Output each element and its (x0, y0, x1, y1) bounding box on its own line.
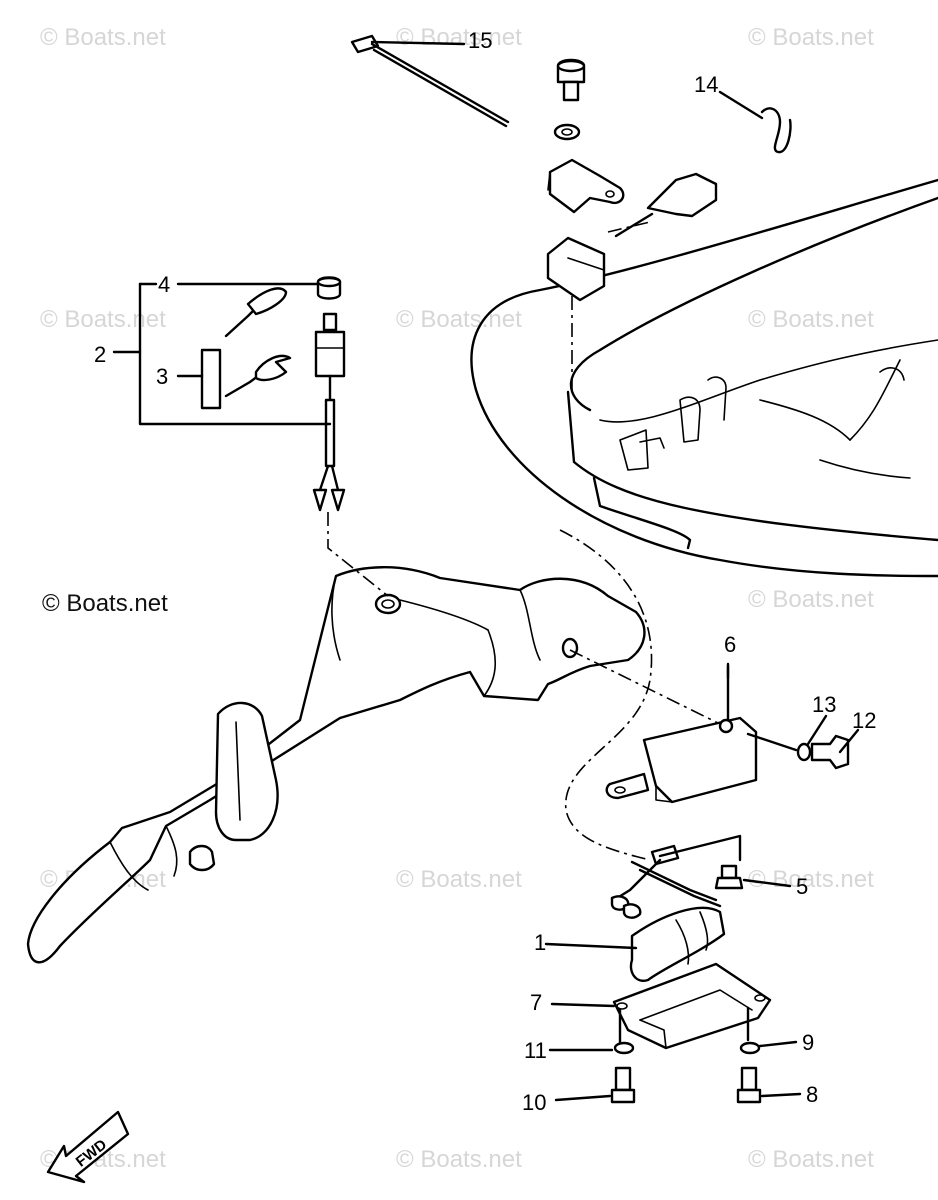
connector (546, 172, 718, 302)
callout-14: 14 (694, 72, 718, 97)
bracket-part-6 (605, 662, 850, 804)
callout-11: 11 (524, 1038, 547, 1063)
callout-13: 13 (812, 692, 836, 717)
callout-10: 10 (522, 1090, 546, 1115)
callout-1: 1 (534, 930, 546, 955)
callout-4: 4 (158, 272, 170, 297)
callout-7: 7 (530, 990, 542, 1015)
callout-leaders (370, 40, 860, 1102)
callout-8: 8 (806, 1082, 818, 1107)
callout-2: 2 (94, 342, 106, 367)
top-fasteners (547, 58, 625, 214)
watermark-13: © Boats.net (396, 1146, 522, 1173)
watermark-14: © Boats.net (748, 1146, 874, 1173)
clip-part-14 (760, 107, 792, 154)
watermark-10: © Boats.net (396, 866, 522, 893)
tiller-handle (26, 566, 646, 964)
watermark-8: © Boats.net (748, 586, 874, 613)
callout-9: 9 (802, 1030, 814, 1055)
watermark-11: © Boats.net (748, 866, 874, 893)
callout-12: 12 (852, 708, 876, 733)
leader-lines (327, 168, 721, 861)
callout-3: 3 (156, 364, 168, 389)
watermark-3: © Boats.net (748, 24, 874, 51)
switch-part-1 (610, 834, 744, 982)
watermark-1: © Boats.net (40, 24, 166, 51)
watermark-6: © Boats.net (748, 306, 874, 333)
cable-tie-part-15 (350, 34, 510, 128)
callout-5: 5 (796, 874, 808, 899)
cowling (470, 178, 938, 578)
cover-part-7 (610, 962, 772, 1104)
callout-15: 15 (468, 28, 492, 53)
main-watermark: © Boats.net (42, 590, 168, 617)
watermark-2: © Boats.net (396, 24, 522, 51)
watermark-4: © Boats.net (40, 306, 166, 333)
callout-6: 6 (724, 632, 736, 657)
fwd-arrow: FWD (46, 1110, 130, 1184)
stop-switch-group (112, 276, 346, 512)
watermark-5: © Boats.net (396, 306, 522, 333)
